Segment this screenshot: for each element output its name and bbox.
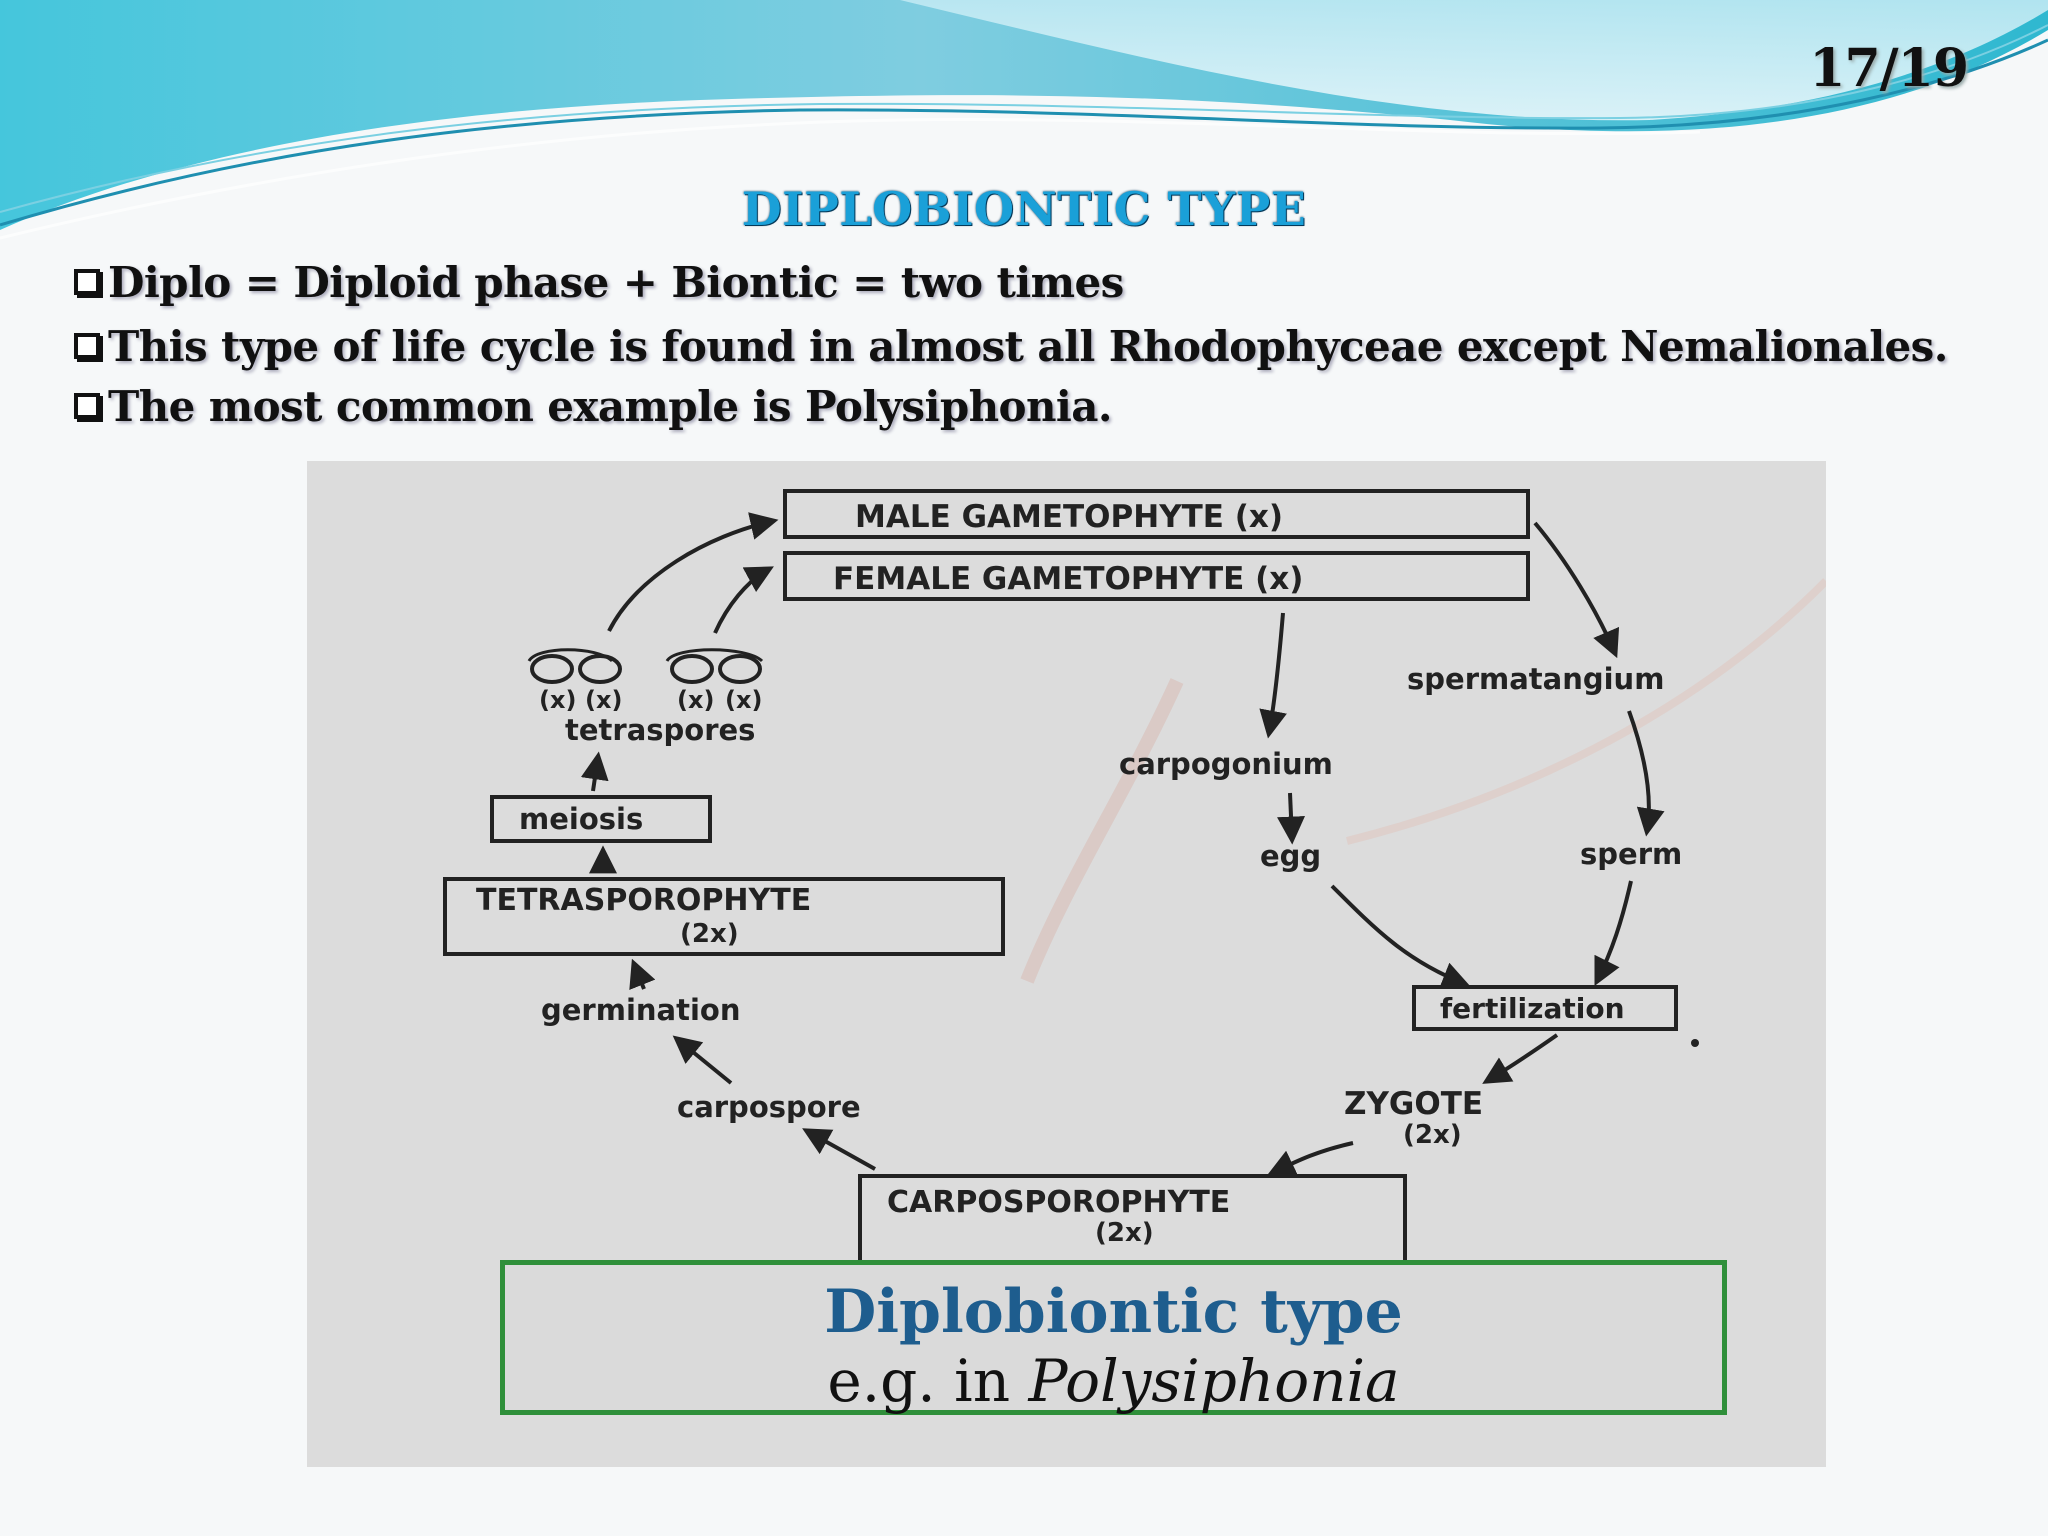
male-gametophyte-box — [783, 489, 1530, 539]
tetrasporophyte-box — [443, 877, 1005, 956]
caption-genus: Polysiphonia — [1028, 1347, 1400, 1415]
bullet-list: Diplo = Diploid phase + Biontic = two ti… — [74, 250, 1948, 438]
tetraspore-circle — [718, 654, 762, 684]
male-gametophyte-label: MALE GAMETOPHYTE (x) — [855, 499, 1283, 535]
life-cycle-diagram: MALE GAMETOPHYTE (x) FEMALE GAMETOPHYTE … — [443, 489, 1826, 1266]
meiosis-label: meiosis — [519, 802, 643, 836]
arrow-tetraspores-to-male — [607, 512, 779, 632]
tetraspores-label: tetraspores — [565, 713, 755, 747]
caption-prefix: e.g. in — [827, 1347, 1029, 1415]
spore-ploidy-label: (x) — [677, 686, 714, 714]
zygote-label: ZYGOTE — [1344, 1086, 1483, 1122]
egg-label: egg — [1260, 839, 1321, 873]
bullet-text: Diplo = Diploid phase + Biontic = two ti… — [108, 257, 1124, 307]
arrow-meiosis-to-tetraspores — [580, 751, 609, 792]
background-streak — [1346, 578, 1826, 845]
slide-title: DIPLOBIONTIC TYPE — [741, 182, 1307, 236]
arrow-carpospore-to-germination — [672, 1035, 733, 1085]
caption-example: e.g. in Polysiphonia — [505, 1347, 1722, 1415]
header-wave-decoration — [0, 0, 2048, 240]
caption-title: Diplobiontic type — [824, 1277, 1403, 1347]
tetrasporophyte-ploidy: (2x) — [680, 919, 739, 949]
spore-ploidy-label: (x) — [539, 686, 576, 714]
checkbox-bullet-icon — [74, 269, 100, 295]
arrow-germination-to-tetrasporophyte — [629, 958, 656, 990]
bullet-text: The most common example is Polysiphonia. — [108, 381, 1112, 431]
page-number: 17/19 — [1809, 38, 1969, 99]
arrow-zygote-to-carposporophyte — [1266, 1141, 1354, 1176]
arrow-carposporophyte-to-carpospore — [802, 1128, 876, 1171]
speck — [1691, 1039, 1699, 1047]
fertilization-label: fertilization — [1440, 992, 1625, 1025]
checkbox-bullet-icon — [74, 393, 100, 419]
bullet-text: This type of life cycle is found in almo… — [108, 321, 1948, 371]
arrow-female-to-carpogonium — [1259, 612, 1287, 739]
life-cycle-figure: MALE GAMETOPHYTE (x) FEMALE GAMETOPHYTE … — [307, 461, 1826, 1467]
checkbox-bullet-icon — [74, 333, 100, 359]
female-gametophyte-label: FEMALE GAMETOPHYTE (x) — [833, 561, 1303, 597]
germination-label: germination — [541, 993, 740, 1027]
background-streak — [1020, 678, 1184, 984]
arrow-spermatangium-to-sperm — [1627, 710, 1665, 837]
sperm-label: sperm — [1580, 837, 1682, 871]
fertilization-box — [1412, 985, 1678, 1031]
spermatangium-label: spermatangium — [1407, 662, 1664, 696]
tetraspore-circle — [578, 654, 622, 684]
arrow-male-to-spermatangium — [1533, 521, 1620, 659]
arrow-fertilization-to-zygote — [1482, 1033, 1559, 1084]
caption-box: Diplobiontic type e.g. in Polysiphonia — [500, 1260, 1727, 1415]
arrow-egg-to-fertilization — [1330, 884, 1471, 989]
arrow-carpogonium-to-egg — [1277, 792, 1306, 845]
spore-ploidy-label: (x) — [585, 686, 622, 714]
tetrasporophyte-label: TETRASPOROPHYTE — [476, 883, 811, 918]
carposporophyte-ploidy: (2x) — [1095, 1218, 1154, 1248]
meiosis-box — [490, 795, 712, 843]
spore-ploidy-label: (x) — [725, 686, 762, 714]
tetraspore-circle — [670, 654, 714, 684]
arrow-sperm-to-fertilization — [1594, 880, 1633, 987]
carposporophyte-label: CARPOSPOROPHYTE — [887, 1185, 1230, 1220]
zygote-ploidy: (2x) — [1403, 1120, 1462, 1150]
bullet-item: This type of life cycle is found in almo… — [74, 314, 1948, 378]
female-gametophyte-box — [783, 551, 1530, 601]
carpogonium-label: carpogonium — [1119, 747, 1333, 781]
bullet-item: Diplo = Diploid phase + Biontic = two ti… — [74, 250, 1948, 314]
arrow-tetraspores-to-female — [713, 566, 774, 634]
bullet-item: The most common example is Polysiphonia. — [74, 374, 1948, 438]
tetraspore-circle — [530, 654, 574, 684]
carpospore-label: carpospore — [677, 1090, 861, 1124]
